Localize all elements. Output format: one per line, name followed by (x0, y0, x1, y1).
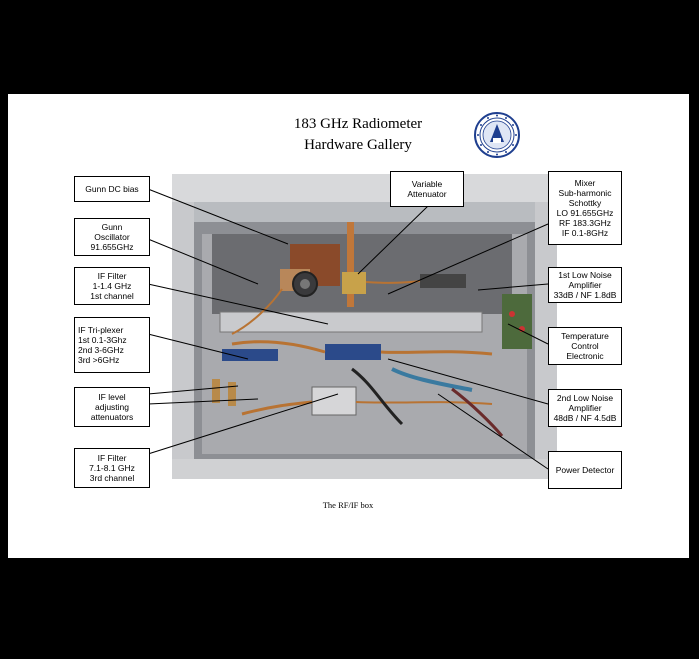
callout-lna-2nd: 2nd Low Noise Amplifier 48dB / NF 4.5dB (548, 389, 622, 427)
callout-if-level-attenuators: IF level adjusting attenuators (74, 387, 150, 427)
callout-mixer-label: Mixer Sub-harmonic Schottky LO 91.655GHz… (556, 178, 614, 238)
callout-lna-2nd-label: 2nd Low Noise Amplifier 48dB / NF 4.5dB (553, 393, 617, 423)
callout-variable-attenuator-label: Variable Attenuator (407, 179, 447, 199)
callout-gunn-dc-bias: Gunn DC bias (74, 176, 150, 202)
rf-if-box-photo (172, 174, 557, 479)
callout-gunn-dc-bias-label: Gunn DC bias (85, 184, 139, 194)
callout-if-filter-3rd: IF Filter 7.1-8.1 GHz 3rd channel (74, 448, 150, 488)
callout-temperature-control-label: Temperature Control Electronic (561, 331, 609, 361)
callout-mixer: Mixer Sub-harmonic Schottky LO 91.655GHz… (548, 171, 622, 245)
university-seal-icon (474, 112, 520, 158)
figure-caption: The RF/IF box (322, 500, 374, 510)
slide: 183 GHz Radiometer Hardware Gallery (8, 94, 689, 558)
callout-temperature-control: Temperature Control Electronic (548, 327, 622, 365)
callout-if-filter-1st: IF Filter 1-1.4 GHz 1st channel (74, 267, 150, 305)
callout-if-filter-1st-label: IF Filter 1-1.4 GHz 1st channel (90, 271, 134, 301)
callout-power-detector-label: Power Detector (555, 465, 615, 475)
callout-power-detector: Power Detector (548, 451, 622, 489)
callout-gunn-oscillator: Gunn Oscillator 91.655GHz (74, 218, 150, 256)
callout-if-filter-3rd-label: IF Filter 7.1-8.1 GHz 3rd channel (89, 453, 135, 483)
title-line-2: Hardware Gallery (304, 137, 412, 153)
callout-if-level-attenuators-label: IF level adjusting attenuators (90, 392, 134, 422)
page-title: 183 GHz Radiometer Hardware Gallery (258, 114, 458, 156)
callout-if-triplexer-label: IF Tri-plexer 1st 0.1-3Ghz 2nd 3-6GHz 3r… (78, 325, 127, 365)
title-line-1: 183 GHz Radiometer (293, 116, 423, 132)
callout-lna-1st: 1st Low Noise Amplifier 33dB / NF 1.8dB (548, 267, 622, 303)
callout-if-triplexer: IF Tri-plexer 1st 0.1-3Ghz 2nd 3-6GHz 3r… (74, 317, 150, 373)
callout-lna-1st-label: 1st Low Noise Amplifier 33dB / NF 1.8dB (553, 270, 617, 300)
callout-variable-attenuator: Variable Attenuator (390, 171, 464, 207)
callout-gunn-oscillator-label: Gunn Oscillator 91.655GHz (90, 222, 134, 252)
